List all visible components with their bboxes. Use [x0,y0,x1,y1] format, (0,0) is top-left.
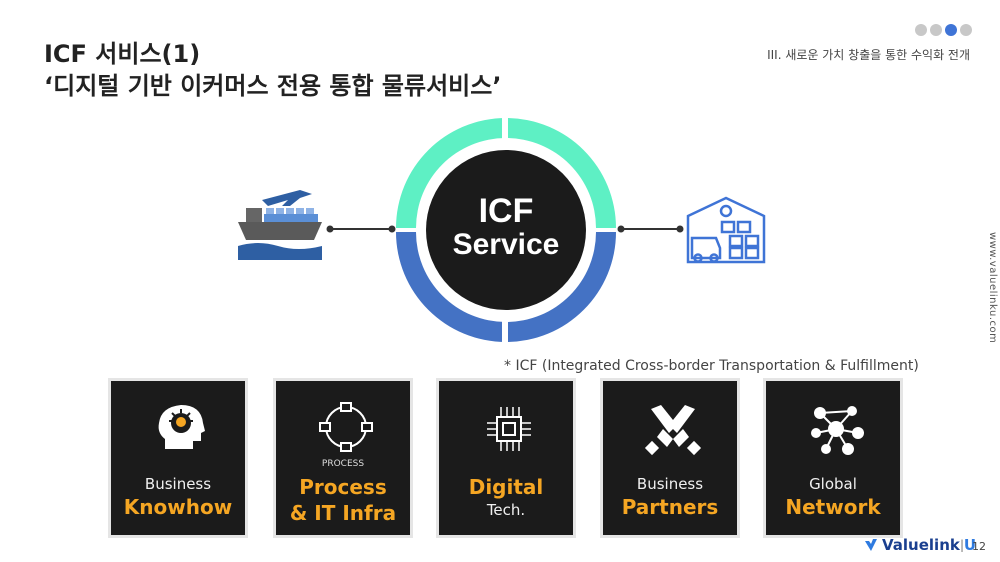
process-caption: PROCESS [321,459,365,469]
card-highlight: Network [785,495,881,519]
page-dot [960,24,972,36]
ring-bottom-segment [396,232,616,342]
page-dot [915,24,927,36]
card-top-label: Business [144,475,212,493]
side-url: www.valuelinku.com [987,232,998,344]
center-circle [426,150,586,310]
slide-title: ICF 서비스(1) ‘디지털 기반 이커머스 전용 통합 물류서비스’ [44,38,501,102]
page-dots [915,24,972,36]
right-connector [617,225,684,233]
footer-divider: | [960,538,965,552]
card-highlight: Partners [621,495,719,519]
page-number: 12 [972,540,986,553]
logo-accent: U [963,536,977,554]
ship-plane-icon [238,190,322,260]
card-bottom-label: Tech. [486,501,526,519]
card-highlight-line1: Process [299,475,387,499]
capability-cards: Business Knowhow PROCESS Process & IT In… [108,378,908,538]
card-global-network: Global Network [763,378,903,538]
head-idea-icon [158,405,205,449]
card-highlight: Knowhow [123,495,233,519]
card-process-it-infra: PROCESS Process & IT Infra [273,378,413,538]
network-nodes-icon [811,406,864,455]
center-title-line1: ICF [479,192,534,230]
card-top-label: Business [636,475,704,493]
center-title-line2: Service [453,228,560,261]
card-top-label: Global [809,475,857,493]
title-line-1: ICF 서비스(1) [44,40,201,68]
ring-top-segment [396,118,616,228]
card-highlight: Digital [468,475,544,499]
card-digital-tech: Digital Tech. [436,378,576,538]
page-dot-active [945,24,957,36]
footnote: * ICF (Integrated Cross-border Transport… [504,358,919,374]
card-business-partners: Business Partners [600,378,740,538]
title-line-2: ‘디지털 기반 이커머스 전용 통합 물류서비스’ [44,72,502,100]
logo-text: Valuelink [882,536,960,554]
chip-icon [487,407,531,451]
section-label: III. 새로운 가치 창출을 통한 수익화 전개 [767,48,970,62]
page-dot [930,24,942,36]
card-highlight-line2: & IT Infra [289,501,397,525]
logo-mark-icon [865,539,877,551]
cycle-process-icon [319,402,373,452]
handshake-icon [644,405,702,456]
warehouse-forklift-icon [686,196,766,264]
left-connector [326,225,396,233]
card-business-knowhow: Business Knowhow [108,378,248,538]
